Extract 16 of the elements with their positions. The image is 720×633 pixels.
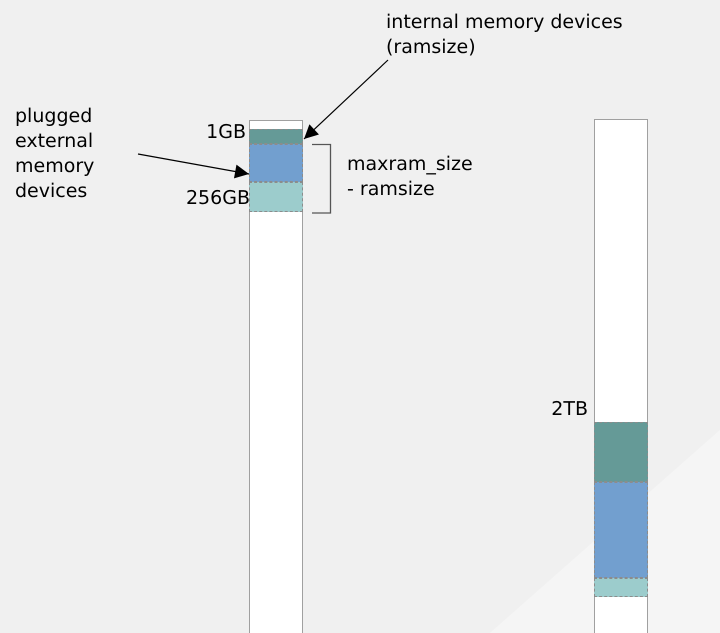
- axis-label: 2TB: [550, 397, 588, 422]
- arrow: [138, 153, 250, 178]
- memory-column: [594, 119, 648, 633]
- callout-text: internal memory devices (ramsize): [386, 10, 624, 60]
- axis-label: 1GB: [205, 120, 246, 145]
- bracket-label: maxram_size - ramsize: [347, 152, 474, 202]
- memory-region: [249, 144, 303, 182]
- arrow: [304, 60, 388, 140]
- memory-region: [594, 482, 648, 578]
- memory-region: [594, 422, 648, 482]
- memory-region: [249, 182, 303, 212]
- memory-column: [249, 120, 303, 633]
- axis-label: 256GB: [184, 186, 250, 211]
- memory-region: [594, 578, 648, 597]
- callout-text: plugged external memory devices: [15, 104, 96, 204]
- memory-region: [249, 129, 303, 144]
